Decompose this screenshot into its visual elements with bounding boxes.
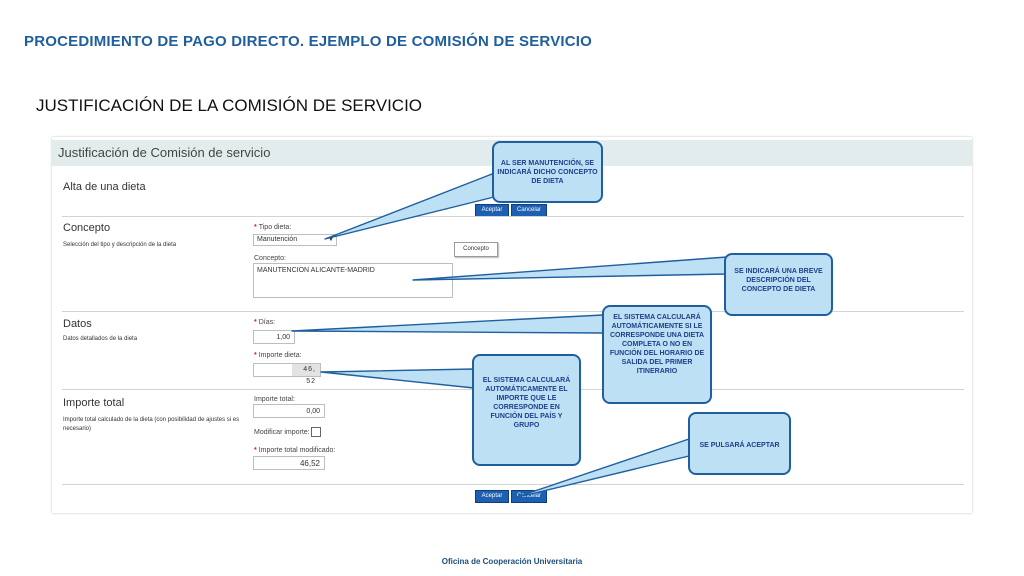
callout-sistema-importe: EL SISTEMA CALCULARÁ AUTOMÁTICAMENTE EL … bbox=[472, 354, 581, 466]
callout-aceptar: SE PULSARÁ ACEPTAR bbox=[688, 412, 791, 475]
section-desc-datos: Datos detallados de la dieta bbox=[63, 336, 138, 342]
modificar-importe-label: Modificar importe: bbox=[254, 429, 310, 436]
dias-label: *Días: bbox=[254, 319, 276, 326]
pointer-manutencion bbox=[324, 173, 503, 240]
cancel-button[interactable]: Cancelar bbox=[511, 490, 547, 503]
tipo-dieta-label: *Tipo dieta: bbox=[254, 224, 292, 231]
section-desc-concepto: Selección del tipo y descripción de la d… bbox=[63, 242, 177, 248]
section-title-datos: Datos bbox=[63, 318, 92, 330]
accept-button[interactable]: Aceptar bbox=[475, 490, 509, 503]
importe-dieta-value: 46, 52 bbox=[292, 364, 320, 385]
tipo-dieta-select[interactable]: Manutención ▼ bbox=[253, 234, 337, 246]
divider bbox=[62, 484, 964, 485]
cancel-button-top[interactable]: Cancelar bbox=[511, 204, 547, 217]
form-subtitle: Alta de una dieta bbox=[63, 181, 146, 193]
importe-modificado-label: *Importe total modificado: bbox=[254, 447, 336, 454]
section-desc-importe-total: Importe total calculado de la dieta (con… bbox=[63, 417, 240, 432]
pointer-sistema-importe bbox=[320, 368, 475, 389]
importe-dieta-field: 46, 52 bbox=[253, 363, 321, 385]
modificar-importe-checkbox[interactable] bbox=[311, 427, 321, 437]
concepto-tooltip: Concepto bbox=[454, 242, 498, 257]
form-title: Justificación de Comisión de servicio bbox=[58, 145, 271, 160]
importe-total-input: 0,00 bbox=[253, 404, 325, 418]
section-title-importe-total: Importe total bbox=[63, 397, 125, 409]
section-title-concepto: Concepto bbox=[63, 222, 111, 234]
slide-subtitle: JUSTIFICACIÓN DE LA COMISIÓN DE SERVICIO bbox=[36, 96, 423, 115]
chevron-down-icon: ▼ bbox=[328, 237, 334, 243]
pointer-sistema-dieta bbox=[291, 314, 604, 334]
importe-modificado-input[interactable]: 46,52 bbox=[253, 456, 325, 470]
importe-dieta-label: *Importe dieta: bbox=[254, 352, 302, 359]
importe-total-label: Importe total: bbox=[254, 396, 295, 403]
divider bbox=[62, 216, 964, 217]
slide-title: PROCEDIMIENTO DE PAGO DIRECTO. EJEMPLO D… bbox=[24, 33, 593, 50]
callout-sistema-dieta: EL SISTEMA CALCULARÁ AUTOMÁTICAMENTE SI … bbox=[602, 305, 712, 404]
pointer-descripcion bbox=[412, 256, 728, 281]
callout-manutencion: AL SER MANUTENCIÓN, SE INDICARÁ DICHO CO… bbox=[492, 141, 603, 203]
dias-input[interactable]: 1,00 bbox=[253, 330, 295, 344]
concepto-label: Concepto: bbox=[254, 255, 286, 262]
divider bbox=[62, 311, 964, 312]
callout-descripcion: SE INDICARÁ UNA BREVE DESCRIPCIÓN DEL CO… bbox=[724, 253, 833, 316]
footer: Oficina de Cooperación Universitaria bbox=[441, 557, 583, 566]
